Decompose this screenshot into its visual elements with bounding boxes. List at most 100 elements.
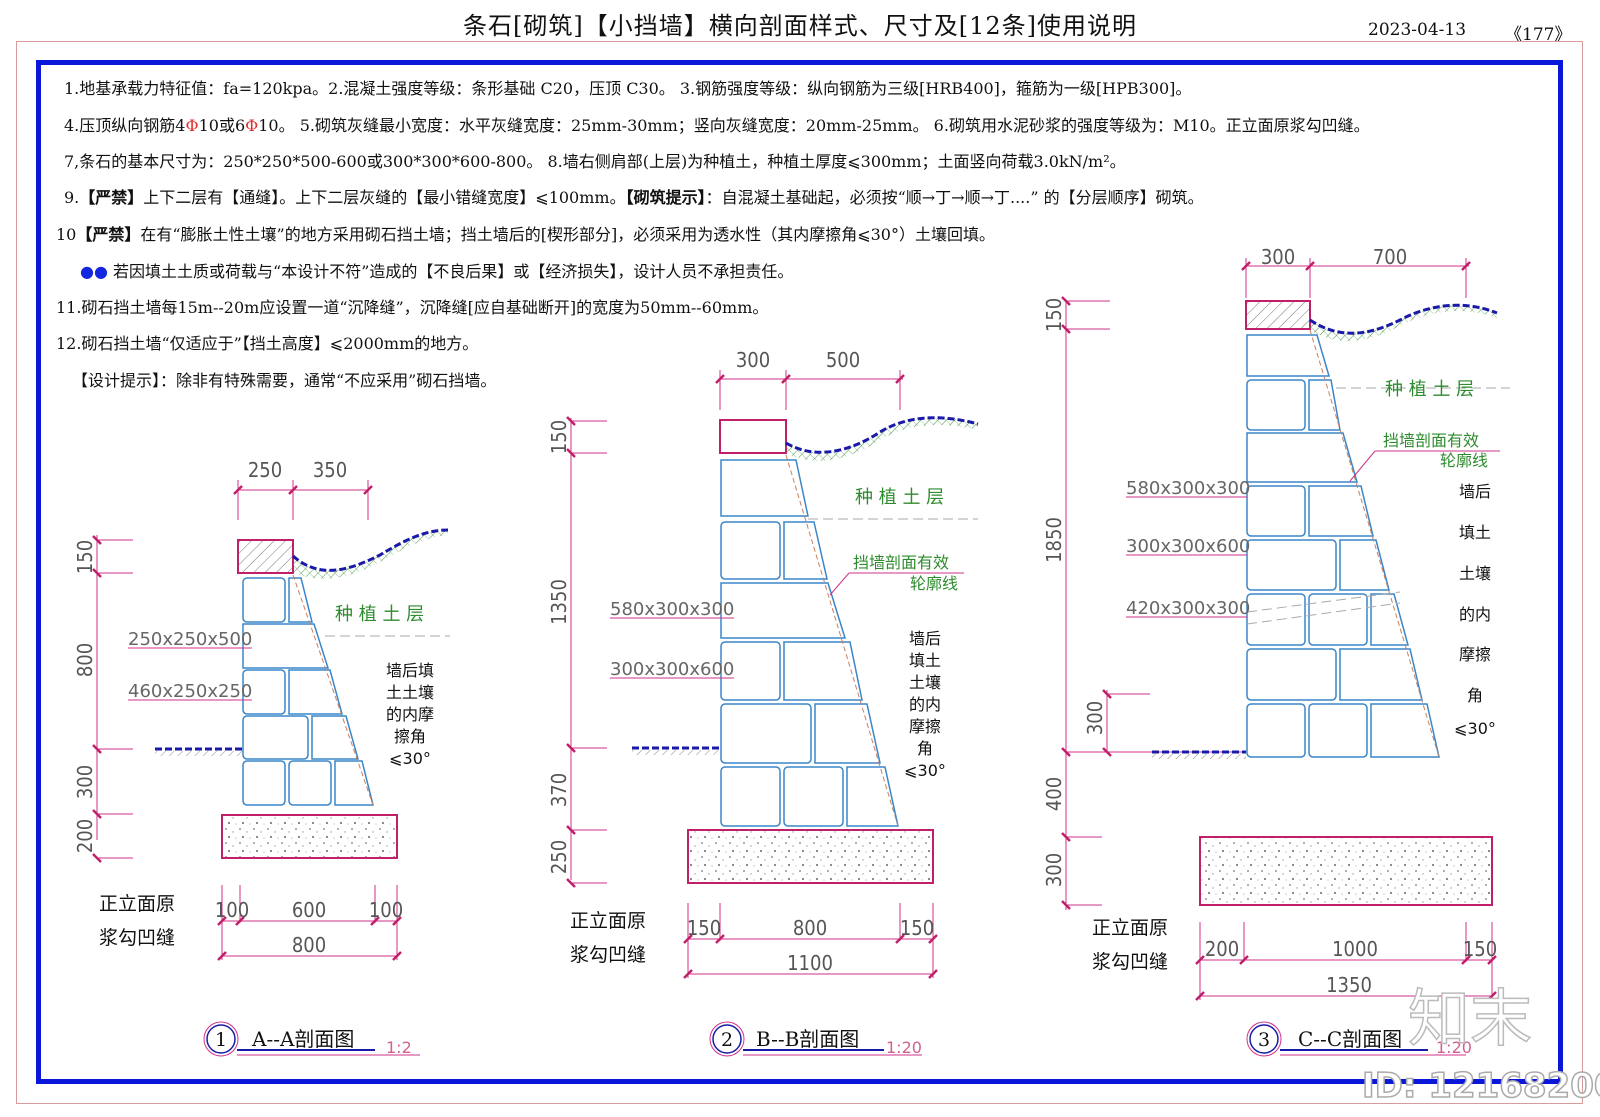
svg-text:轮廓线: 轮廓线	[1440, 451, 1488, 470]
section-c-scale: 1:20	[1436, 1038, 1472, 1057]
svg-text:700: 700	[1373, 245, 1407, 269]
note-10-text: 在有“膨胀土性土壤”的地方采用砌石挡土墙；挡土墙后的[楔形部分]，必须采用为透水…	[140, 225, 995, 244]
svg-text:100: 100	[215, 898, 249, 922]
svg-text:800: 800	[73, 643, 97, 677]
section-b-scale: 1:20	[886, 1038, 922, 1057]
svg-text:土土壤: 土土壤	[386, 683, 434, 702]
svg-text:200: 200	[73, 819, 97, 853]
svg-text:挡墙剖面有效: 挡墙剖面有效	[853, 553, 949, 572]
svg-text:1000: 1000	[1332, 937, 1378, 961]
svg-text:350: 350	[313, 458, 347, 482]
coping-block	[237, 539, 294, 574]
svg-text:150: 150	[1463, 937, 1497, 961]
svg-text:轮廓线: 轮廓线	[910, 574, 958, 593]
svg-text:150: 150	[687, 916, 721, 940]
foundation-block	[687, 829, 934, 884]
svg-text:580x300x300: 580x300x300	[610, 599, 734, 620]
note-10-num: 10	[56, 225, 77, 244]
note-7-8: 7,条石的基本尺寸为：250*250*500-600或300*300*600-8…	[64, 152, 1126, 171]
svg-text:的内摩: 的内摩	[386, 705, 434, 724]
svg-text:填土: 填土	[1459, 523, 1491, 542]
svg-text:摩擦: 摩擦	[1459, 645, 1491, 664]
note-12: 12.砌石挡土墙“仅适应于”【挡土高度】⩽2000mm的地方。	[56, 334, 479, 353]
svg-text:1100: 1100	[787, 951, 833, 975]
drawing-frame	[36, 60, 1563, 1084]
svg-text:的内: 的内	[909, 695, 941, 714]
svg-text:300: 300	[1042, 853, 1066, 887]
svg-text:⩽30°: ⩽30°	[389, 749, 431, 768]
svg-text:的内: 的内	[1459, 605, 1491, 624]
svg-text:460x250x250: 460x250x250	[128, 681, 252, 702]
svg-text:600: 600	[292, 898, 326, 922]
svg-text:⩽30°: ⩽30°	[904, 761, 946, 780]
svg-text:角: 角	[917, 739, 933, 758]
svg-text:浆勾凹缝: 浆勾凹缝	[1092, 951, 1168, 973]
section-a-scale: 1:2	[386, 1038, 412, 1057]
svg-text:土壤: 土壤	[909, 673, 941, 692]
watermark-id: ID: 1216820051	[1362, 1066, 1600, 1106]
svg-text:正立面原: 正立面原	[570, 910, 646, 932]
design-tip: 【设计提示】：除非有特殊需要，通常“不应采用”砌石挡墙。	[72, 371, 497, 390]
svg-text:370: 370	[547, 773, 571, 807]
svg-text:800: 800	[292, 933, 326, 957]
svg-text:1350: 1350	[547, 579, 571, 625]
page-number: 《177》	[1505, 25, 1572, 45]
foundation-block	[1199, 836, 1493, 906]
svg-text:种 植 土 层: 种 植 土 层	[1385, 379, 1474, 400]
svg-text:300: 300	[1083, 701, 1107, 735]
svg-text:土壤: 土壤	[1459, 564, 1491, 583]
svg-text:200: 200	[1205, 937, 1239, 961]
svg-text:250: 250	[248, 458, 282, 482]
svg-text:150: 150	[73, 540, 97, 574]
svg-text:擦角: 擦角	[394, 727, 426, 746]
svg-text:正立面原: 正立面原	[1092, 917, 1168, 939]
disclaimer-text: 若因填土土质或荷载与“本设计不符”造成的【不良后果】或【经济损失】，设计人员不承…	[113, 262, 794, 281]
note-4-text-b: 10或6	[198, 116, 246, 135]
section-a-title: A--A剖面图	[251, 1027, 354, 1051]
section-b-title: B--B剖面图	[756, 1027, 859, 1051]
note-9: 9.【严禁】上下二层有【通缝】。上下二层灰缝的【最小错缝宽度】⩽100mm。【砌…	[64, 184, 1204, 208]
svg-text:墙后: 墙后	[1459, 482, 1491, 501]
svg-text:1350: 1350	[1326, 973, 1372, 997]
svg-text:300: 300	[1261, 245, 1295, 269]
coping-block	[1245, 300, 1311, 330]
note-10: 10【严禁】在有“膨胀土性土壤”的地方采用砌石挡土墙；挡土墙后的[楔形部分]，必…	[56, 221, 995, 245]
section-a: 250 350 150 800 300 200	[73, 458, 450, 1057]
note-4-6: 4.压顶纵向钢筋4Φ10或6Φ10。 5.砌筑灰缝最小宽度：水平灰缝宽度：25m…	[64, 112, 1370, 136]
bullet-dots-icon: ●●	[80, 262, 108, 281]
svg-text:250x250x500: 250x250x500	[128, 629, 252, 650]
svg-text:500: 500	[826, 348, 860, 372]
rebar-symbol-icon: Φ	[185, 116, 199, 135]
section-b: 300 500 150 1350 370 250	[547, 348, 979, 1057]
svg-text:1850: 1850	[1042, 517, 1066, 563]
section-b-number: 2	[721, 1029, 733, 1051]
svg-text:150: 150	[900, 916, 934, 940]
svg-text:250: 250	[547, 840, 571, 874]
svg-text:300x300x600: 300x300x600	[1126, 536, 1250, 557]
svg-text:150: 150	[1042, 298, 1066, 332]
svg-text:正立面原: 正立面原	[99, 893, 175, 915]
section-a-number: 1	[215, 1029, 227, 1051]
svg-text:浆勾凹缝: 浆勾凹缝	[570, 944, 646, 966]
svg-text:800: 800	[793, 916, 827, 940]
svg-text:300: 300	[736, 348, 770, 372]
svg-text:墙后: 墙后	[909, 629, 941, 648]
foundation-block	[221, 814, 398, 859]
rebar-symbol-icon: Φ	[245, 116, 259, 135]
note-10-prohibit: 【严禁】	[76, 225, 141, 244]
svg-text:墙后填: 墙后填	[386, 661, 434, 680]
note-11: 11.砌石挡土墙每15m--20m应设置一道“沉降缝”，沉降缝[应自基础断开]的…	[56, 298, 769, 317]
note-disclaimer: ●● 若因填土土质或荷载与“本设计不符”造成的【不良后果】或【经济损失】，设计人…	[80, 258, 793, 282]
watermark-brand: 知末	[1408, 982, 1532, 1055]
svg-text:400: 400	[1042, 777, 1066, 811]
svg-text:种 植 土 层: 种 植 土 层	[335, 604, 424, 625]
svg-text:300x300x600: 300x300x600	[610, 659, 734, 680]
svg-text:⩽30°: ⩽30°	[1454, 719, 1496, 738]
date-stamp: 2023-04-13	[1368, 20, 1467, 40]
svg-text:300: 300	[73, 765, 97, 799]
note-9-tip-text: ：自混凝土基础起，必须按“顺→丁→顺→丁....” 的【分层顺序】砌筑。	[705, 188, 1204, 207]
note-9-num: 9.	[64, 188, 80, 207]
svg-text:角: 角	[1467, 686, 1483, 705]
page-title: 条石[砌筑]【小挡墙】横向剖面样式、尺寸及[12条]使用说明	[463, 12, 1137, 40]
